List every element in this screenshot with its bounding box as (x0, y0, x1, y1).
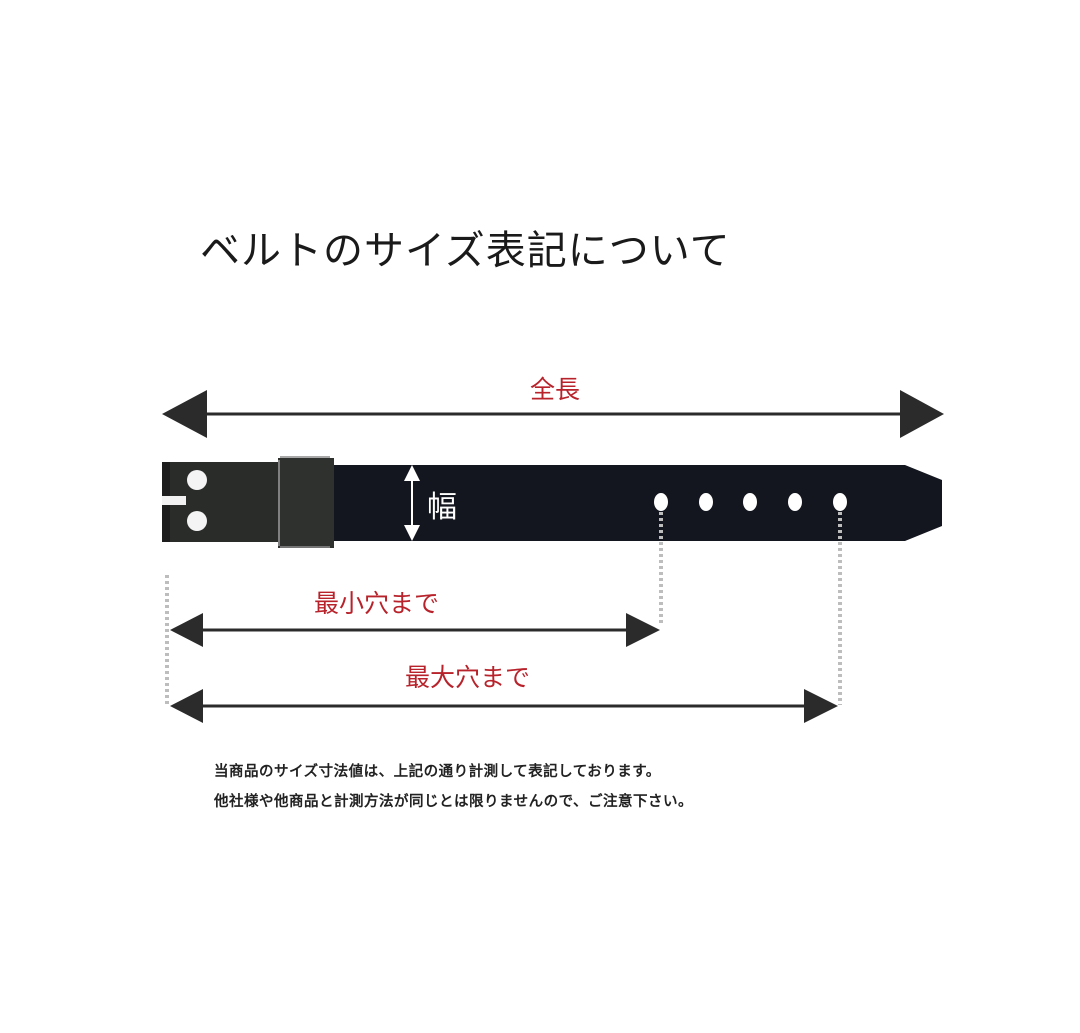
belt-hole (699, 493, 713, 511)
belt-hole (788, 493, 802, 511)
min-hole-arrow (170, 613, 660, 647)
max-hole-label: 最大穴まで (405, 663, 531, 692)
rivet-icon (187, 470, 207, 490)
total-length-arrow (162, 390, 944, 438)
belt-illustration (162, 456, 942, 548)
belt-hole (654, 493, 668, 511)
belt-hole (833, 493, 847, 511)
total-length-label: 全長 (530, 375, 581, 404)
note-line-2: 他社様や他商品と計測方法が同じとは限りませんので、ご注意下さい。 (214, 793, 693, 810)
max-hole-arrow (170, 689, 838, 723)
width-label: 幅 (427, 490, 457, 525)
note-line-1: 当商品のサイズ寸法値は、上記の通り計測して表記しております。 (214, 763, 661, 780)
guide-lines (165, 512, 842, 705)
min-hole-label: 最小穴まで (314, 589, 440, 618)
width-arrow (404, 465, 420, 541)
rivet-icon (187, 511, 207, 531)
page-title: ベルトのサイズ表記について (200, 228, 731, 274)
belt-hole (743, 493, 757, 511)
